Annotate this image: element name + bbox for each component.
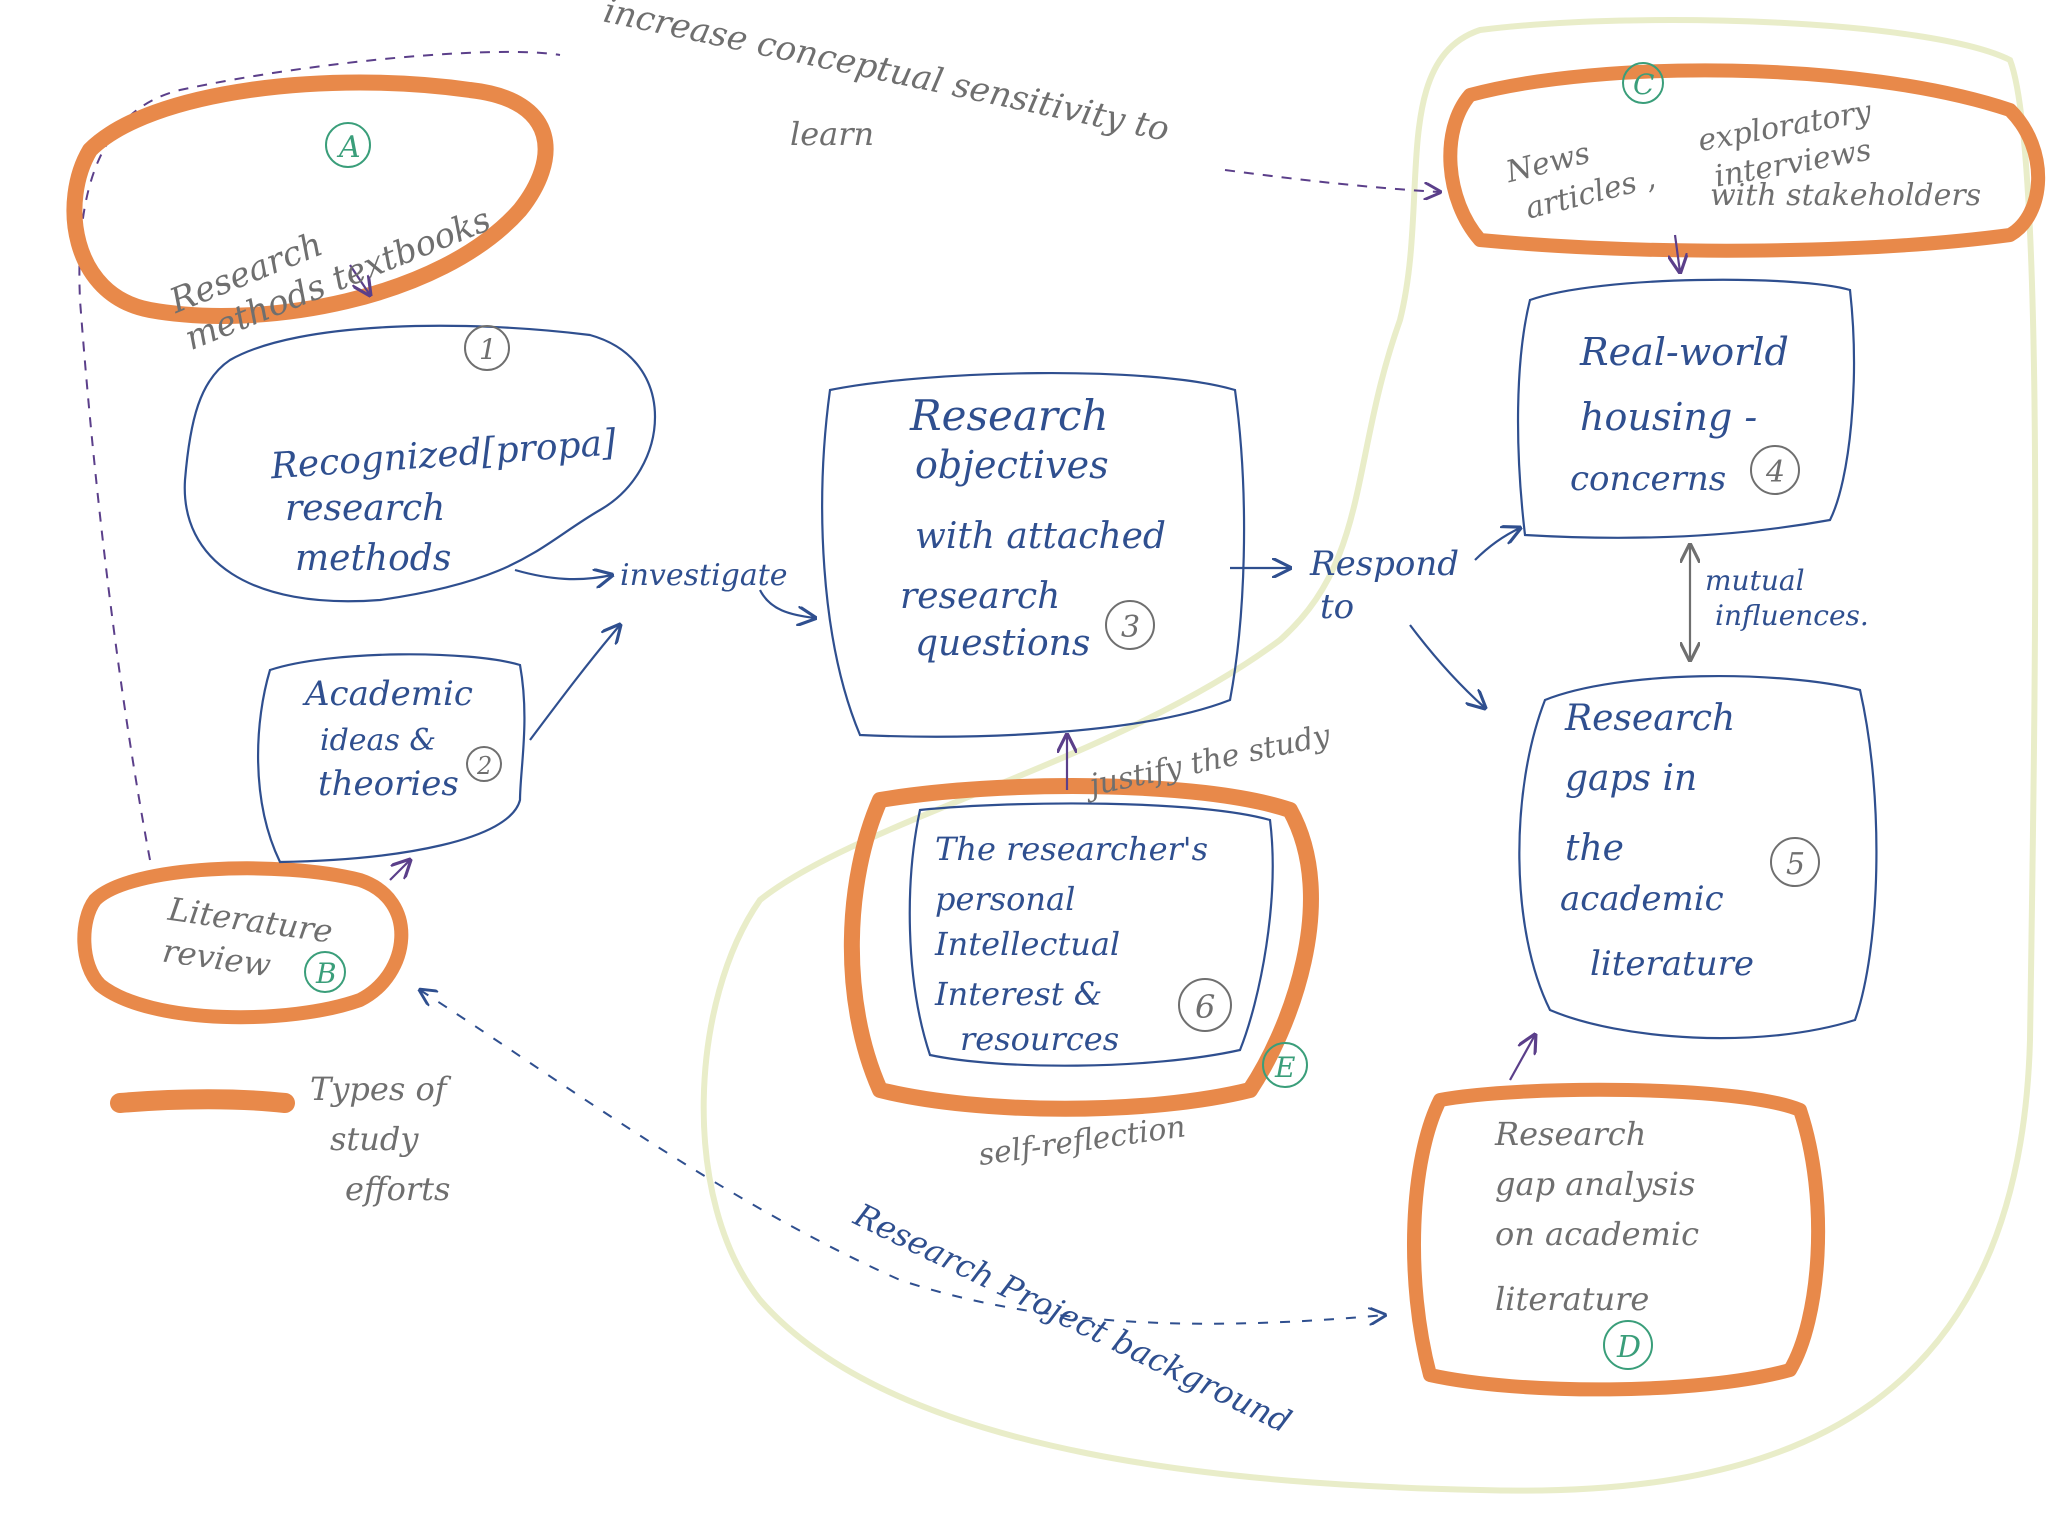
effort-d-line2: gap analysis <box>1495 1165 1695 1203</box>
arrow-respond-to-4 <box>1474 528 1520 561</box>
arrow-a-to-1 <box>349 264 370 295</box>
effort-b-outline <box>77 861 409 1025</box>
arrow-b-to-2 <box>389 860 410 881</box>
node-3-outline <box>821 371 1246 738</box>
arrow-2-to-investigate <box>529 625 620 741</box>
node-6-line3: Intellectual <box>934 925 1120 963</box>
node-3-number: 3 <box>1121 610 1140 645</box>
node-6-number-circle <box>1178 978 1232 1032</box>
node-3-line3: with attached <box>915 516 1166 557</box>
label-investigate: investigate <box>620 558 788 593</box>
effort-c-line5: with stakeholders <box>1710 178 1981 213</box>
effort-b-marker-circle <box>304 951 346 993</box>
effort-d-marker-circle <box>1603 1320 1653 1370</box>
node-3-line1: Research <box>909 391 1109 440</box>
node-6-line5: resources <box>960 1020 1119 1058</box>
arrow-investigate-to-3 <box>759 589 815 618</box>
node-5-number-circle <box>1770 837 1820 887</box>
label-mutual-influences: influences. <box>1715 599 1869 632</box>
node-4-line3: concerns <box>1570 459 1726 499</box>
effort-a-marker: A <box>336 130 361 165</box>
node-1-line1: Recognized[propa] <box>268 422 618 487</box>
effort-a-outline <box>66 74 554 324</box>
node-4-number-circle <box>1750 445 1800 495</box>
legend-line3: efforts <box>345 1170 450 1208</box>
node-5-number: 5 <box>1786 847 1805 882</box>
arrow-c-to-4 <box>1675 234 1680 272</box>
node-3-line4: research <box>900 576 1060 617</box>
legend-orange-stroke <box>110 1089 295 1113</box>
node-4-number: 4 <box>1765 455 1785 490</box>
node-4-line2: housing - <box>1580 395 1757 439</box>
node-6-outline <box>908 802 1274 1067</box>
dashed-arrow-to-news <box>1224 169 1440 192</box>
node-3-line2: objectives <box>915 443 1109 487</box>
node-5-line4: academic <box>1560 879 1724 919</box>
node-2-number-circle <box>466 746 502 782</box>
label-respond: Respond <box>1309 544 1459 584</box>
effort-e-marker: E <box>1274 1051 1295 1084</box>
effort-b-marker: B <box>315 957 337 990</box>
dashed-link-literature-to-gap-analysis <box>420 990 1385 1324</box>
effort-c-marker: C <box>1633 68 1654 101</box>
node-2-number: 2 <box>476 752 492 780</box>
arrow-1-to-investigate <box>514 570 612 579</box>
label-respond-to: to <box>1320 587 1354 627</box>
node-1-line3: methods <box>295 538 451 579</box>
node-2-line3: theories <box>318 764 459 804</box>
arrow-d-to-5 <box>1509 1035 1535 1081</box>
node-6-line4: Interest & <box>934 975 1102 1013</box>
effort-d-line4: literature <box>1495 1280 1649 1318</box>
node-4-outline <box>1516 278 1856 539</box>
node-2-outline <box>256 653 526 864</box>
node-3-number-circle <box>1105 600 1155 650</box>
node-6-line1: The researcher's <box>935 830 1208 868</box>
node-2-line1: Academic <box>302 674 473 714</box>
node-1-line2: research <box>285 488 445 529</box>
label-learn: learn <box>790 115 874 153</box>
node-5-line2: gaps in <box>1565 758 1697 799</box>
label-increase-sensitivity: increase conceptual sensitivity to <box>600 0 1173 150</box>
node-5-line5: literature <box>1590 944 1754 984</box>
legend-line2: study <box>330 1120 419 1158</box>
background-region-outline <box>700 17 2039 1494</box>
effort-d-marker: D <box>1616 1330 1641 1365</box>
effort-d-line1: Research <box>1494 1115 1646 1153</box>
node-1-number-circle <box>464 325 510 371</box>
node-2-line2: ideas & <box>320 723 436 758</box>
effort-a-marker-circle <box>325 122 371 168</box>
node-3-line5: questions <box>915 623 1090 664</box>
node-5-line3: the <box>1565 828 1624 869</box>
effort-e-outline <box>843 778 1319 1117</box>
arrow-respond-to-5 <box>1409 624 1485 708</box>
node-6-line2: personal <box>935 880 1075 918</box>
effort-e-marker-circle <box>1262 1042 1308 1088</box>
node-5-outline <box>1518 674 1878 1040</box>
legend-line1: Types of <box>310 1070 452 1108</box>
effort-c-marker-circle <box>1622 62 1664 104</box>
label-mutual: mutual <box>1705 564 1805 597</box>
effort-d-line3: on academic <box>1495 1215 1699 1253</box>
label-self-reflection: self-reflection <box>976 1109 1187 1173</box>
effort-c-outline <box>1443 63 2046 258</box>
node-5-line1: Research <box>1564 698 1735 739</box>
node-6-number: 6 <box>1195 988 1215 1026</box>
node-1-number: 1 <box>479 333 497 366</box>
node-4-line1: Real-world <box>1579 330 1789 374</box>
effort-d-outline <box>1407 1082 1826 1397</box>
